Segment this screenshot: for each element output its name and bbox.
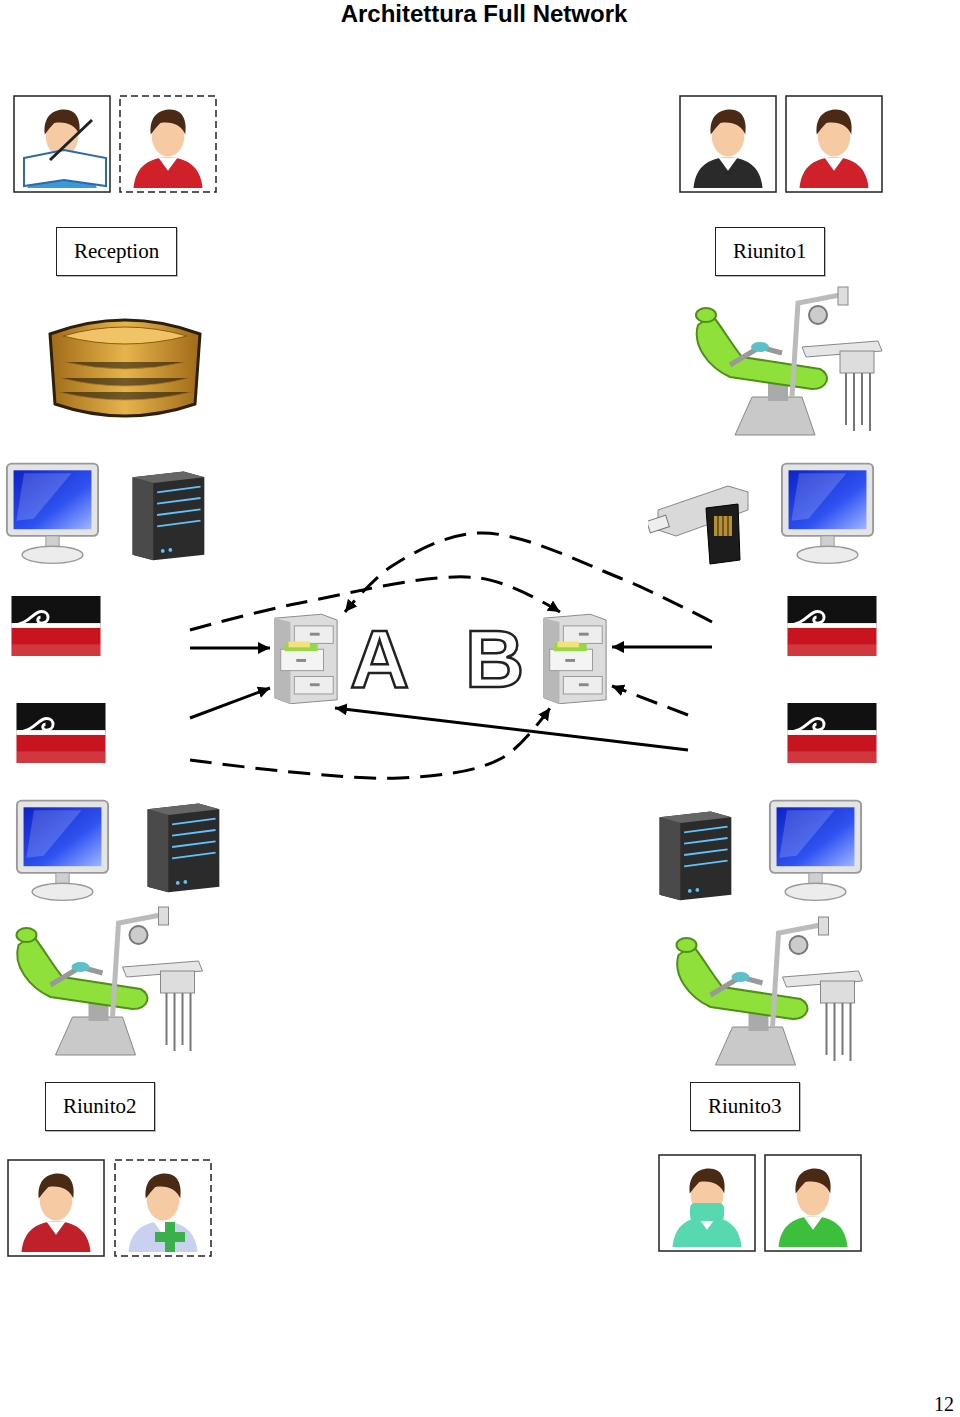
archive-letter: A	[350, 618, 409, 700]
data-arrow	[335, 708, 688, 750]
archive-node: B	[462, 612, 612, 708]
station-area: Riunito3	[688, 700, 880, 1140]
station-label: Riunito1	[715, 227, 825, 276]
data-arrow	[190, 688, 270, 718]
data-arrow	[612, 646, 712, 649]
sync-arrow	[190, 708, 550, 778]
archive-node: A	[270, 612, 415, 708]
station-label: Reception	[56, 227, 177, 276]
station-area: Riunito1	[712, 225, 880, 660]
sync-arrow	[612, 686, 688, 715]
station-label: Riunito2	[45, 1082, 155, 1131]
data-arrow	[190, 647, 270, 650]
station-area: Riunito2	[8, 700, 190, 1140]
archive-letter: B	[465, 618, 524, 700]
station-label: Riunito3	[690, 1082, 800, 1131]
diagram-title: Architettura Full Network	[0, 0, 960, 28]
station-area: Reception	[8, 222, 190, 660]
page-number: 12	[934, 1393, 954, 1416]
sync-arrow	[345, 533, 712, 622]
